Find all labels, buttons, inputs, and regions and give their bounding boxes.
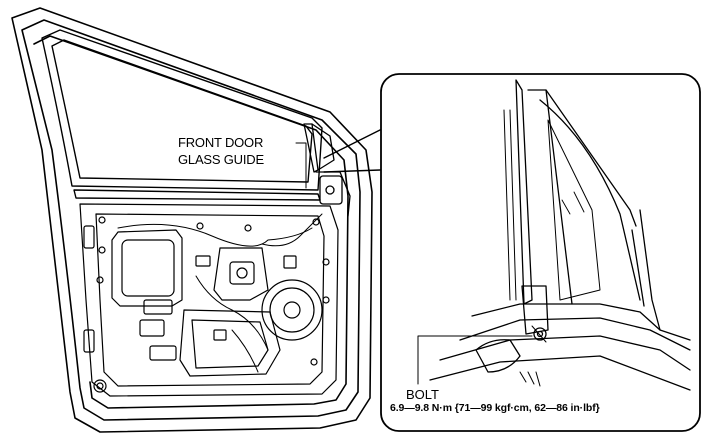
window-glass: [41, 29, 323, 201]
callout-pointer: [323, 129, 381, 173]
torque-spec: 6.9—9.8 N·m {71—99 kgf·cm, 62—86 in·lbf}: [390, 402, 600, 414]
bolt-label: BOLT: [406, 387, 439, 402]
callout-box: [380, 73, 701, 432]
hinges: [83, 225, 107, 393]
bolt-leader: [417, 335, 533, 385]
detail-view: [429, 79, 691, 391]
glass-guide-rail: [303, 123, 351, 217]
glass-guide-label-line1: FRONT DOOR: [178, 135, 264, 150]
glass-guide-label-line2: GLASS GUIDE: [178, 152, 264, 167]
door-inner-panel: [79, 203, 339, 397]
glass-guide-leader: [295, 142, 307, 189]
